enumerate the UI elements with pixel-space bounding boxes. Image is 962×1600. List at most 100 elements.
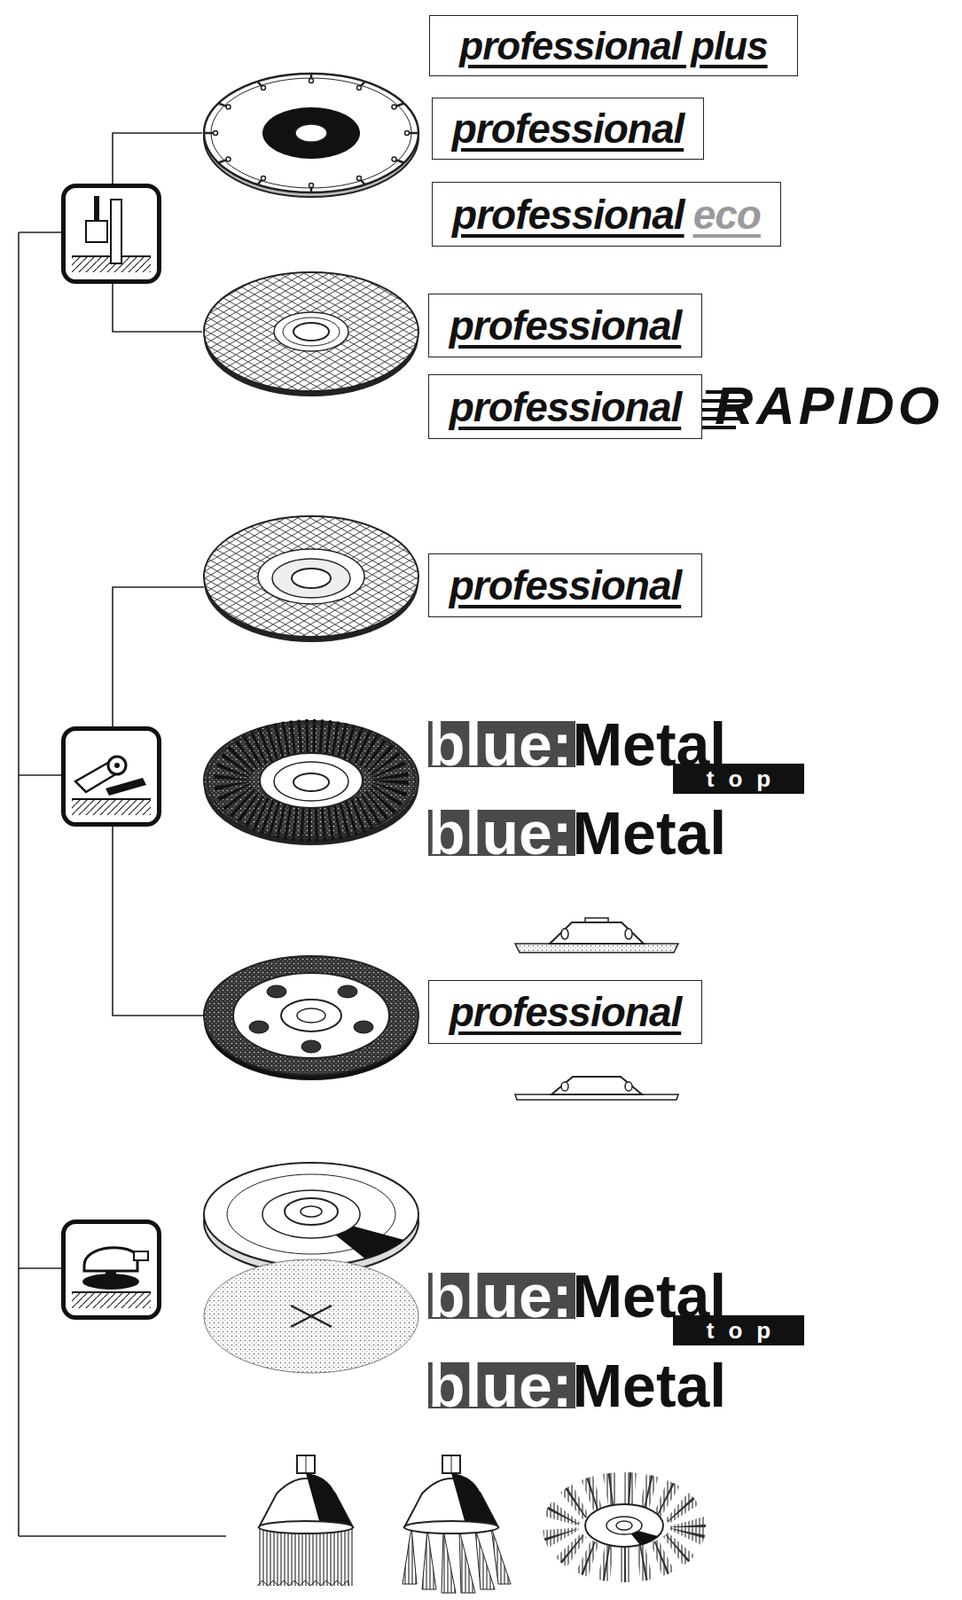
- fibre-disc: [203, 1259, 419, 1373]
- tree-lines: [18, 1534, 227, 1537]
- cutting-disc: [273, 312, 349, 352]
- knot-wheel-brush: [560, 1489, 689, 1565]
- diamond-blade: [261, 176, 266, 181]
- brand-logo: blue:Metal: [428, 802, 739, 858]
- grinding-disc: [291, 568, 331, 588]
- diamond-blade: [226, 156, 231, 162]
- sanding-icon: [84, 1247, 138, 1271]
- brand-name: professional: [449, 386, 682, 428]
- diamond-blade: [203, 73, 419, 193]
- brand-logo-text: blue:Metal: [428, 802, 727, 863]
- diamond-blade: [213, 78, 410, 188]
- brand-box: professional: [428, 553, 703, 618]
- cup-disc: [301, 1040, 321, 1053]
- backing-pad: [300, 1205, 322, 1217]
- flap-disc: [293, 773, 329, 791]
- knot-cup-brush: [442, 1454, 461, 1473]
- grinding-icon: [63, 728, 160, 825]
- grinding-icon: [71, 798, 151, 815]
- brand-box: professional: [431, 97, 704, 160]
- cutting-disc: [203, 272, 419, 397]
- sanding-icon: [133, 1251, 149, 1260]
- knot-cup-brush: [404, 1520, 499, 1533]
- profile-sketch: [515, 917, 679, 953]
- diamond-blade: [295, 124, 328, 142]
- sanding-icon: [63, 1221, 160, 1318]
- flap-disc: [259, 752, 363, 808]
- knot-cup-brush: [451, 1472, 499, 1527]
- tree-lines: [112, 132, 203, 184]
- brand-box: professional: [428, 374, 703, 439]
- tree-lines: [17, 232, 20, 1536]
- grinding-disc: [272, 558, 351, 598]
- cup-disc: [337, 985, 358, 998]
- brand-box: professional: [428, 979, 703, 1044]
- grinding-icon: [114, 762, 120, 768]
- diamond-blade: [203, 73, 419, 197]
- cup-disc: [297, 1008, 326, 1023]
- knot-cup-brush: [475, 1528, 495, 1589]
- diamond-blade: [309, 183, 314, 188]
- flap-disc: [203, 720, 419, 845]
- cup-brush: [257, 1525, 355, 1586]
- profile-sketch: [625, 928, 633, 939]
- cup-disc: [203, 955, 419, 1080]
- fibre-disc: [290, 1305, 332, 1327]
- knot-wheel-brush: [616, 1520, 633, 1530]
- profile-sketch: [585, 917, 609, 923]
- fibre-disc: [203, 1259, 419, 1373]
- knot-wheel-brush: [606, 1516, 642, 1534]
- cutting-icon: [63, 186, 160, 282]
- diamond-blade: [391, 156, 397, 162]
- flap-disc: [203, 720, 419, 840]
- brand-box: professional: [428, 293, 703, 358]
- diamond-blade: [391, 104, 397, 110]
- brand-box: professionaleco: [431, 181, 782, 247]
- diamond-blade: [262, 107, 360, 159]
- brand-name: professional: [449, 564, 682, 606]
- profile-sketch: [515, 943, 679, 953]
- diamond-blade: [357, 176, 362, 181]
- cup-disc: [249, 985, 374, 1053]
- diamond-blade: [203, 73, 419, 193]
- diamond-blade: [357, 86, 362, 91]
- backing-pad: [203, 1162, 419, 1274]
- brand-tier: top: [672, 1314, 805, 1346]
- knot-cup-brush: [402, 1526, 417, 1584]
- brand-name: professional plus: [459, 26, 767, 66]
- knot-cup-brush: [402, 1454, 511, 1593]
- knot-wheel-brush: [560, 1489, 689, 1565]
- tree-lines: [112, 586, 204, 727]
- tree-lines: [18, 231, 62, 234]
- knot-cup-brush: [451, 1454, 453, 1473]
- brand-name: professional: [452, 194, 685, 235]
- cup-brush: [257, 1454, 355, 1586]
- brand-box: professional plus: [429, 15, 798, 77]
- flap-disc: [273, 761, 349, 801]
- grinding-icon: [105, 777, 147, 796]
- profile-sketch: [549, 922, 644, 944]
- brand-name: professional: [449, 305, 682, 346]
- knot-cup-brush: [459, 1529, 476, 1593]
- cup-brush: [257, 1579, 350, 1586]
- sanding-icon: [105, 1270, 117, 1278]
- cup-brush: [305, 1472, 353, 1527]
- cup-disc: [281, 999, 342, 1032]
- cutting-icon: [93, 195, 100, 221]
- diamond-blade: [226, 104, 231, 110]
- cup-disc: [353, 1020, 374, 1033]
- grinding-disc: [203, 516, 419, 642]
- grinding-icon: [71, 797, 151, 800]
- diamond-blade: [213, 131, 219, 136]
- profile-sketch: [625, 1081, 633, 1091]
- knot-cup-brush: [491, 1526, 511, 1584]
- tree-lines: [112, 283, 203, 332]
- profile-sketch: [561, 1081, 569, 1091]
- cup-disc: [203, 955, 419, 1075]
- knot-cup-brush: [402, 1526, 511, 1593]
- cup-disc: [249, 1020, 269, 1033]
- sanding-icon: [71, 1291, 151, 1308]
- grinding-icon: [63, 728, 160, 825]
- cutting-icon: [63, 186, 160, 282]
